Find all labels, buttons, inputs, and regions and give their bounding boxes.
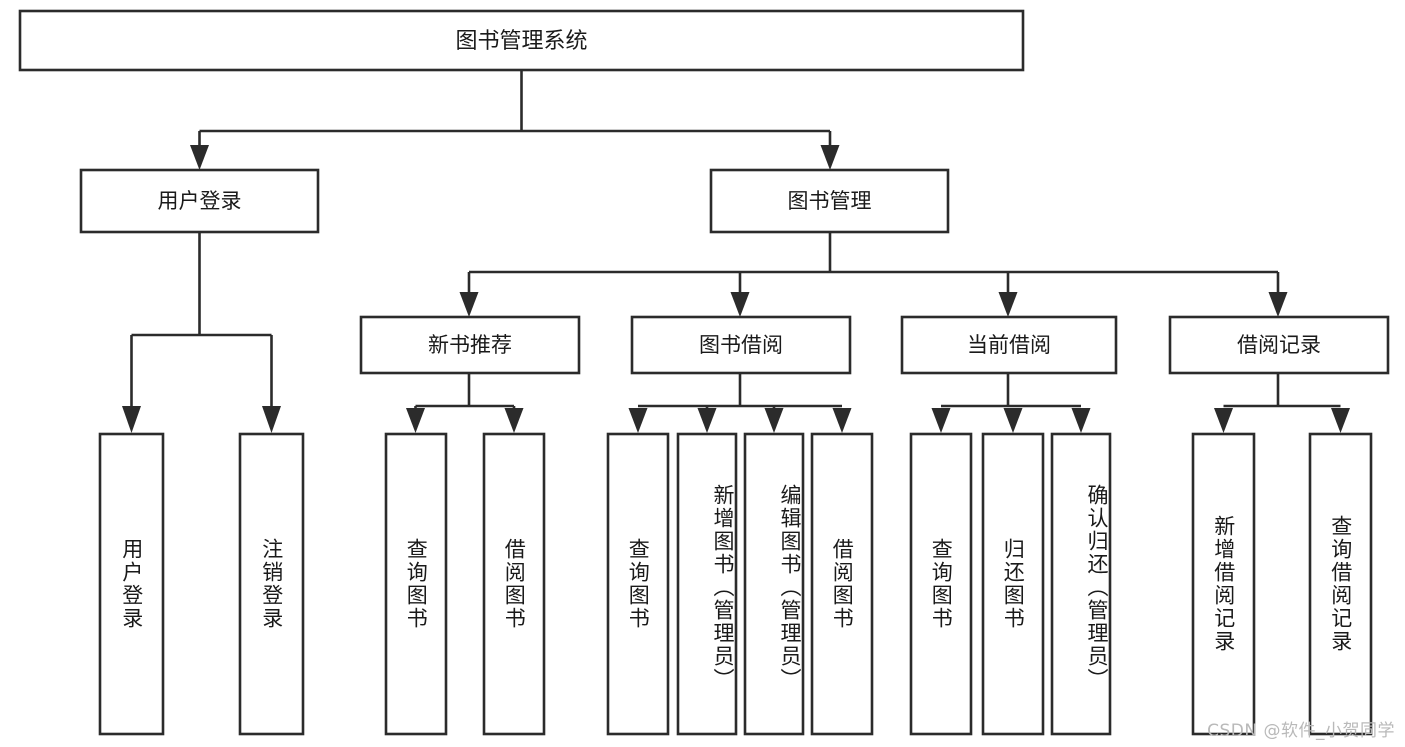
node-current-borrow[interactable]: 当前借阅 (900, 315, 1118, 375)
leaf-box-borrow-book-2[interactable] (810, 432, 874, 736)
arrow-head-book-mgmt (820, 145, 840, 170)
node-new-book-recommend[interactable]: 新书推荐 (359, 315, 581, 375)
node-label-borrow-record: 借阅记录 (1237, 333, 1321, 357)
node-borrow-record[interactable]: 借阅记录 (1168, 315, 1390, 375)
arrow-head-leaf-query-book-1 (406, 408, 425, 433)
arrow-head-book-borrow (730, 292, 750, 317)
node-box-borrow-record[interactable] (1168, 315, 1390, 375)
leaf-box-confirm-return-admin[interactable] (1050, 432, 1112, 736)
arrow-head-leaf-query-book-3 (931, 408, 951, 433)
connector-group-current-borrow (931, 373, 1091, 433)
node-book-borrow[interactable]: 图书借阅 (630, 315, 852, 375)
node-box-user-login[interactable] (79, 168, 320, 234)
leaf-box-user-login[interactable] (98, 432, 165, 736)
leaf-box-query-book-3[interactable] (909, 432, 973, 736)
arrow-head-leaf-query-book-2 (628, 408, 648, 433)
arrow-head-borrow-record (1268, 292, 1288, 317)
arrow-head-current-borrow (998, 292, 1018, 317)
node-label-current-borrow: 当前借阅 (967, 333, 1051, 357)
leaf-box-borrow-book-1[interactable] (482, 432, 546, 736)
connector-group-borrow-record (1214, 373, 1350, 433)
arrow-head-leaf-logout (262, 406, 281, 433)
connector-group-user-login (122, 232, 281, 433)
node-root[interactable]: 图书管理系统 (18, 9, 1025, 72)
arrow-head-leaf-return-book (1003, 408, 1023, 433)
node-label-book-management: 图书管理 (788, 189, 872, 213)
arrow-head-leaf-edit-book (764, 408, 784, 433)
arrow-head-leaf-add-book (697, 408, 717, 433)
arrow-head-leaf-query-record (1331, 408, 1350, 433)
node-label-book-borrow: 图书借阅 (699, 333, 783, 357)
leaf-box-query-borrow-record[interactable] (1308, 432, 1373, 736)
node-book-management[interactable]: 图书管理 (709, 168, 950, 234)
leaf-box-add-book-admin[interactable] (676, 432, 738, 736)
node-box-book-borrow[interactable] (630, 315, 852, 375)
arrow-head-leaf-confirm-return (1071, 408, 1091, 433)
connector-group-book-mgmt (459, 232, 1288, 317)
csdn-watermark: CSDN @软件_小贺同学 (1207, 721, 1395, 741)
arrow-head-leaf-user-login (122, 406, 141, 433)
connector-group-root (190, 70, 840, 170)
leaf-box-query-book-2[interactable] (606, 432, 670, 736)
node-box-new-book-recommend[interactable] (359, 315, 581, 375)
node-box-current-borrow[interactable] (900, 315, 1118, 375)
arrow-head-leaf-borrow-book-1 (504, 408, 524, 433)
leaf-boxes (98, 432, 1373, 736)
arrow-head-user-login (190, 145, 209, 170)
node-label-new-book-recommend: 新书推荐 (428, 333, 512, 357)
node-label-user-login: 用户登录 (158, 189, 242, 213)
connector-group-book-borrow (628, 373, 852, 433)
leaf-box-return-book[interactable] (981, 432, 1045, 736)
node-user-login[interactable]: 用户登录 (79, 168, 320, 234)
leaf-box-edit-book-admin[interactable] (743, 432, 805, 736)
root-node-box[interactable] (18, 9, 1025, 72)
leaf-box-add-borrow-record[interactable] (1191, 432, 1256, 736)
connector-group-new-book-rec (406, 373, 524, 433)
arrow-head-leaf-add-record (1214, 408, 1233, 433)
leaf-box-logout[interactable] (238, 432, 305, 736)
node-box-book-management[interactable] (709, 168, 950, 234)
arrow-head-leaf-borrow-book-2 (832, 408, 852, 433)
leaf-box-query-book-1[interactable] (384, 432, 448, 736)
root-node-label: 图书管理系统 (455, 29, 587, 54)
arrow-head-new-book-rec (459, 292, 479, 317)
